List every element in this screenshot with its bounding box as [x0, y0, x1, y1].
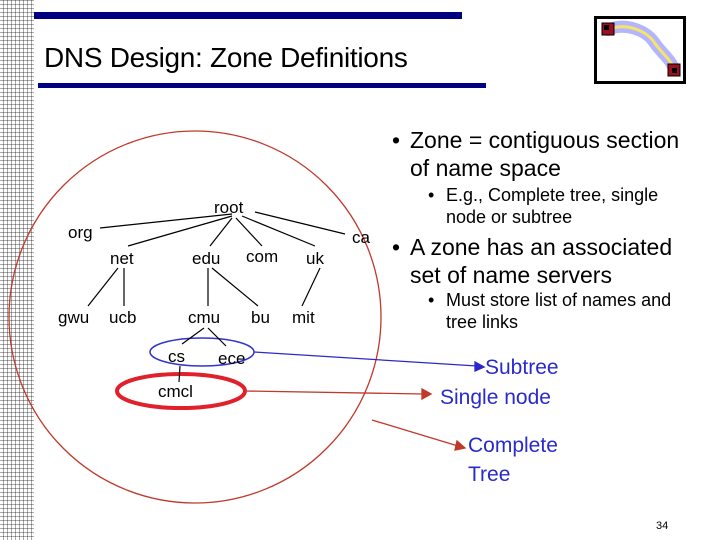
bullet-zone-line2: of name space	[410, 155, 561, 181]
edge-root-ca	[254, 211, 346, 235]
single-node-label: Single node	[440, 386, 551, 409]
edge-uk-mit	[301, 267, 321, 307]
node-root: root	[214, 198, 244, 217]
node-bu: bu	[251, 308, 270, 327]
subtree-arrow	[253, 351, 478, 367]
slide-title: DNS Design: Zone Definitions	[44, 42, 408, 73]
node-com: com	[246, 247, 278, 266]
node-org: org	[68, 223, 93, 242]
bullet-zone-definition: • Zone = contiguous section of name spac…	[392, 126, 679, 182]
complete-tree-arrowhead	[454, 439, 467, 451]
complete-tree-circle	[8, 130, 382, 504]
node-net: net	[110, 249, 134, 268]
node-ece: ece	[218, 349, 245, 368]
node-cmu: cmu	[188, 308, 220, 327]
edge-root-org	[99, 213, 233, 229]
node-uk: uk	[306, 249, 324, 268]
edge-cmu-ece	[207, 327, 227, 347]
single-node-arrow	[244, 390, 425, 395]
bullet-servers-line2: set of name servers	[410, 262, 612, 288]
decorative-stripe	[0, 0, 34, 540]
subbullet-store-line1: Must store list of names and	[446, 290, 672, 310]
node-cs: cs	[168, 347, 185, 366]
bullet-dot-icon: •	[428, 185, 435, 205]
bullet-dot-icon: •	[392, 234, 401, 260]
subtree-arrowhead	[474, 360, 486, 373]
bullet-name-servers: • A zone has an associated set of name s…	[392, 233, 672, 289]
subbullet-example-line2: node or subtree	[446, 207, 573, 227]
edge-cs-cmcl	[178, 365, 181, 383]
subbullet-store-list: • Must store list of names and tree link…	[428, 289, 671, 333]
node-ucb: ucb	[109, 308, 136, 327]
title-underline	[38, 83, 486, 88]
network-logo-icon	[594, 16, 686, 84]
bullet-dot-icon: •	[428, 290, 435, 310]
edge-edu-bu	[211, 267, 259, 307]
subbullet-store-line2: tree links	[446, 312, 519, 332]
edge-net-gwu	[87, 267, 119, 307]
bullet-zone-line1: Zone = contiguous section	[410, 127, 680, 153]
node-mit: mit	[292, 308, 315, 327]
node-cmcl: cmcl	[158, 382, 193, 401]
bullet-servers-line1: A zone has an associated	[410, 234, 673, 260]
complete-tree-label-line2: Tree	[468, 463, 510, 486]
single-node-arrowhead	[421, 387, 433, 401]
bullet-dot-icon: •	[392, 127, 401, 153]
subbullet-example-line1: E.g., Complete tree, single	[446, 185, 659, 205]
edge-root-net	[127, 215, 233, 247]
subbullet-example: • E.g., Complete tree, single node or su…	[428, 184, 658, 228]
subtree-label: Subtree	[485, 356, 559, 379]
node-ca: ca	[352, 228, 371, 247]
edge-root-com	[235, 217, 263, 247]
complete-tree-arrow	[371, 419, 459, 447]
node-edu: edu	[192, 249, 220, 268]
edge-cmu-cs	[181, 327, 205, 345]
page-number: 34	[656, 520, 669, 532]
edge-root-uk	[241, 215, 316, 247]
complete-tree-label-line1: Complete	[468, 434, 558, 457]
node-gwu: gwu	[58, 308, 89, 327]
edge-root-edu	[209, 217, 233, 247]
title-top-bar	[34, 12, 462, 19]
